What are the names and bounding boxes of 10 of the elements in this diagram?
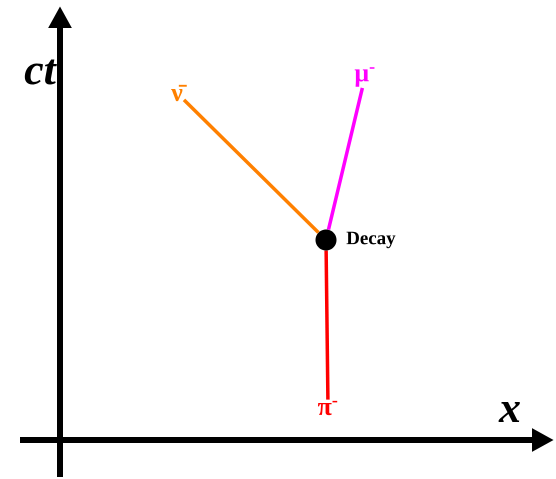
particle-track <box>326 88 364 230</box>
point-label: Decay <box>346 232 396 248</box>
particle-track <box>324 250 330 400</box>
particle-label: ν̄ <box>171 84 187 102</box>
particle-track <box>182 98 320 234</box>
particle-label: π$^{-}$ <box>318 400 338 416</box>
axis-label: x <box>498 402 520 422</box>
decay-point <box>316 230 336 250</box>
particle-label: μ$^{-}$ <box>354 67 374 87</box>
axis-label: ct <box>24 59 57 85</box>
